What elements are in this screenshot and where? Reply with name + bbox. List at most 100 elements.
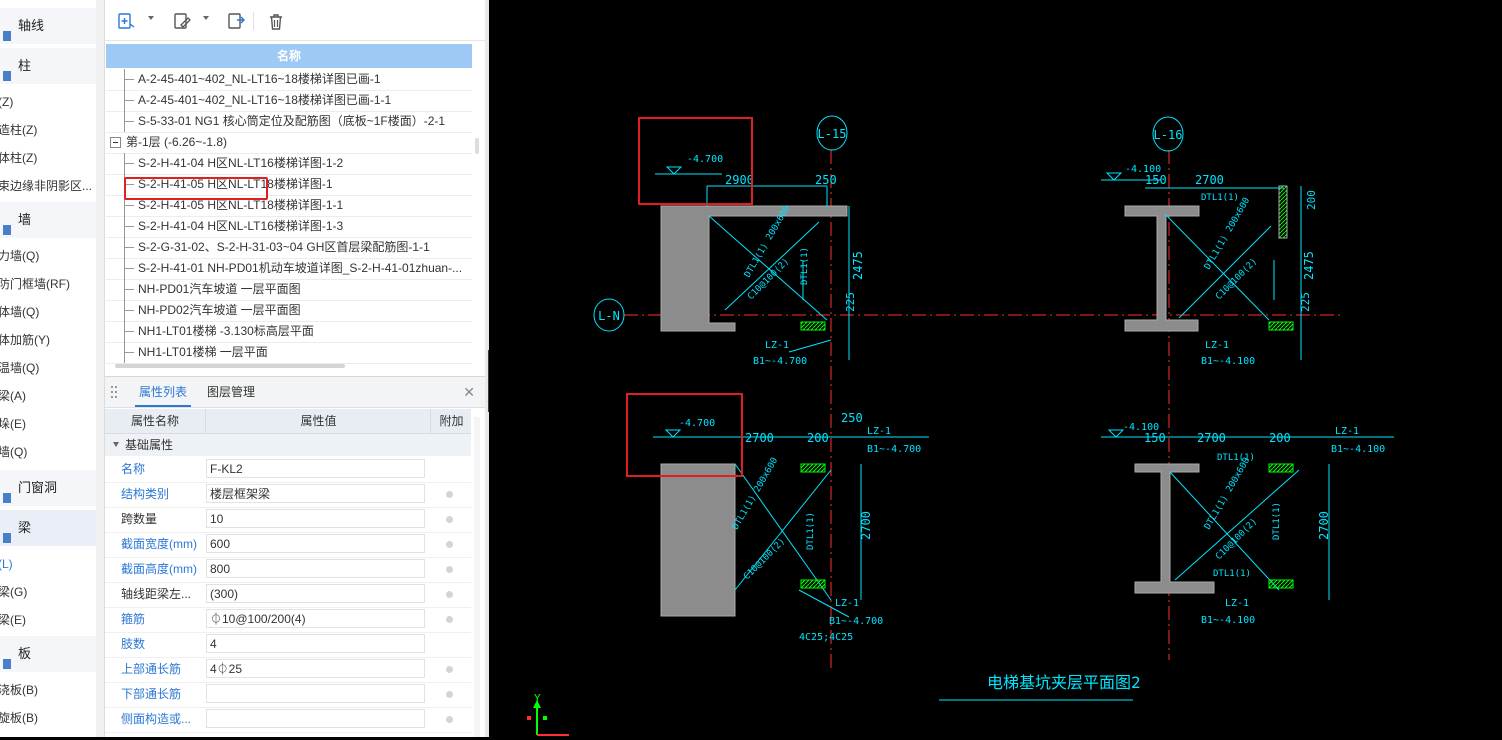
delete-drawing-button[interactable] (263, 9, 289, 35)
drawing-row[interactable]: A-2-45-401~402_NL-LT16~18楼梯详图已画-1 (106, 69, 472, 91)
door-window-icon (2, 482, 12, 503)
nav-item[interactable]: 体墙(Q) (0, 300, 96, 324)
dim-label: 200 (807, 431, 829, 445)
list-vertical-scrollbar[interactable] (474, 68, 480, 368)
dim-label: 2700 (1317, 511, 1331, 540)
nav-label: 力墙(Q) (0, 249, 40, 263)
drawing-row[interactable]: NH-PD01汽车坡道 一层平面图 (106, 279, 472, 301)
close-icon[interactable]: ✕ (463, 384, 475, 400)
nav-scrollbar[interactable] (96, 0, 104, 737)
dim-label: 2475 (851, 251, 865, 280)
property-value-field[interactable] (206, 684, 425, 703)
property-value-field[interactable] (206, 709, 425, 728)
note-label: DTL1(1) (806, 512, 816, 550)
attach-checkbox[interactable] (446, 616, 453, 623)
nav-category[interactable]: 墙 (0, 202, 96, 238)
nav-item[interactable]: 防门框墙(RF) (0, 272, 96, 296)
properties-tab-bar: 属性列表 图层管理 ✕ (105, 377, 485, 408)
nav-item[interactable]: 旋板(B) (0, 706, 96, 730)
slab-icon (2, 648, 12, 669)
nav-item[interactable]: 浇板(B) (0, 678, 96, 702)
nav-item[interactable]: 体加筋(Y) (0, 328, 96, 352)
wall-icon (2, 214, 12, 235)
nav-item[interactable]: 梁(E) (0, 608, 96, 632)
nav-item[interactable]: 造柱(Z) (0, 118, 96, 142)
nav-label: 防门框墙(RF) (0, 277, 70, 291)
property-value-field[interactable]: F-KL2 (206, 459, 425, 478)
drawing-row[interactable]: S-2-H-41-04 H区NL-LT16楼梯详图-1-3 (106, 216, 472, 238)
drawing-row[interactable]: NH-PD02汽车坡道 一层平面图 (106, 300, 472, 322)
property-value-field[interactable]: 4⏀25 (206, 659, 425, 678)
attach-checkbox[interactable] (446, 716, 453, 723)
add-drawing-dropdown-icon[interactable] (148, 16, 154, 20)
drag-grip-icon[interactable] (111, 386, 117, 398)
property-value-field[interactable]: ⏀10@100/200(4) (206, 609, 425, 628)
nav-category[interactable]: 柱 (0, 48, 96, 84)
nav-category[interactable]: 板 (0, 636, 96, 672)
cad-canvas[interactable]: L-15 L-16 L-N -4.700 2900 250 2475 225 D… (489, 0, 1502, 737)
attach-checkbox[interactable] (446, 541, 453, 548)
attach-checkbox[interactable] (446, 591, 453, 598)
tab-layer-management[interactable]: 图层管理 (207, 385, 256, 399)
property-name: 轴线距梁左... (121, 587, 192, 601)
nav-item[interactable]: 温墙(Q) (0, 356, 96, 380)
nav-category[interactable]: 门窗洞 (0, 470, 96, 506)
property-value-field[interactable]: 10 (206, 509, 425, 528)
attach-checkbox[interactable] (446, 491, 453, 498)
property-name: 肢数 (121, 637, 146, 651)
group-basic-properties[interactable]: 基础属性 (105, 434, 471, 456)
nav-label: (Z) (0, 95, 14, 109)
drawing-row[interactable]: S-2-H-41-05 H区NL-LT18楼梯详图-1-1 (106, 195, 472, 217)
drawing-title: 电梯基坑夹层平面图2 (987, 673, 1141, 692)
drawing-row[interactable]: S-2-H-41-04 H区NL-LT16楼梯详图-1-2 (106, 153, 472, 175)
nav-label: (L) (0, 557, 13, 571)
nav-item[interactable]: 体柱(Z) (0, 146, 96, 170)
drawing-row[interactable]: S-5-33-01 NG1 核心筒定位及配筋图（底板~1F楼面）-2-1 (106, 111, 472, 133)
nav-category[interactable]: 轴线 (0, 8, 96, 44)
floor-group-row[interactable]: 第-1层 (-6.26~-1.8) (106, 132, 472, 154)
attach-checkbox[interactable] (446, 516, 453, 523)
tab-property-list[interactable]: 属性列表 (135, 377, 192, 407)
nav-category[interactable]: 梁 (0, 510, 96, 546)
properties-scrollbar[interactable] (474, 417, 480, 737)
row-label: S-2-H-41-01 NH-PD01机动车坡道详图_S-2-H-41-01zh… (138, 261, 463, 275)
drawing-row[interactable]: NH1-LT01楼梯 -3.130标高层平面 (106, 321, 472, 343)
properties-header: 属性名称 属性值 附加 (105, 409, 471, 434)
drawing-row[interactable]: S-2-G-31-02、S-2-H-31-03~04 GH区首层梁配筋图-1-1 (106, 237, 472, 259)
list-horizontal-scrollbar[interactable] (115, 364, 345, 368)
nav-item[interactable]: 力墙(Q) (0, 244, 96, 268)
nav-item[interactable]: 梁(A) (0, 384, 96, 408)
nav-item[interactable]: 墙(Q) (0, 440, 96, 464)
panel-divider[interactable] (485, 0, 489, 737)
property-row: 下部通长筋 (105, 682, 471, 708)
property-value-field[interactable]: 600 (206, 534, 425, 553)
nav-item[interactable]: (L) (0, 552, 96, 576)
collapse-toggle-icon[interactable] (110, 137, 121, 148)
dim-label: 2700 (859, 511, 873, 540)
attach-checkbox[interactable] (446, 691, 453, 698)
elevation-label: -4.100 (1123, 422, 1159, 433)
nav-item[interactable]: 束边缘非阴影区... (0, 174, 96, 198)
add-drawing-button[interactable] (113, 9, 139, 35)
highlight-box (124, 177, 268, 200)
nav-item[interactable]: (Z) (0, 90, 96, 114)
drawing-row[interactable]: A-2-45-401~402_NL-LT16~18楼梯详图已画-1-1 (106, 90, 472, 112)
axis-label-l16: L-16 (1154, 128, 1183, 142)
property-value-field[interactable]: (300) (206, 584, 425, 603)
drawing-row[interactable]: NH1-LT01楼梯 一层平面 (106, 342, 472, 364)
attach-checkbox[interactable] (446, 566, 453, 573)
attach-checkbox[interactable] (446, 666, 453, 673)
drawing-row[interactable]: S-2-H-41-01 NH-PD01机动车坡道详图_S-2-H-41-01zh… (106, 258, 472, 280)
nav-label: 温墙(Q) (0, 361, 40, 375)
nav-item[interactable]: 梁(G) (0, 580, 96, 604)
copy-drawing-button[interactable] (223, 9, 249, 35)
nav-item[interactable]: 垛(E) (0, 412, 96, 436)
property-value-field[interactable]: 楼层框架梁 (206, 484, 425, 503)
edit-drawing-dropdown-icon[interactable] (203, 16, 209, 20)
property-value-field[interactable]: 4 (206, 634, 425, 653)
property-value-field[interactable]: 800 (206, 559, 425, 578)
axis-bubble-ln: L-N (593, 298, 625, 332)
edit-drawing-button[interactable] (169, 9, 195, 35)
